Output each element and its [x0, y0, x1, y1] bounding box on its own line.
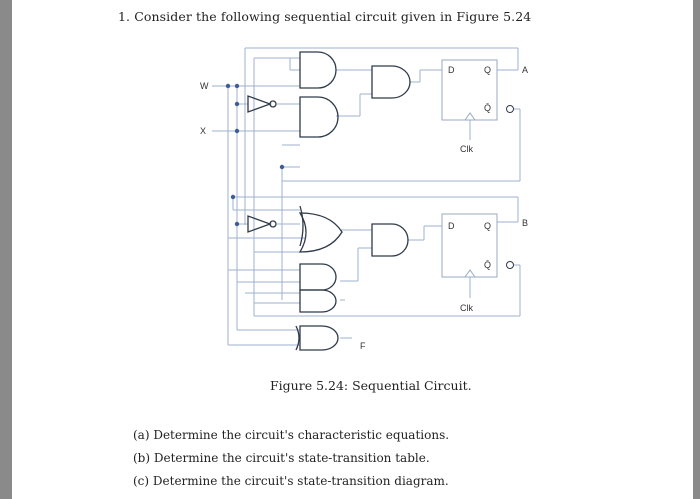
ff2-qbar-label: Q̄	[484, 260, 491, 270]
ff1-clk-triangle	[464, 112, 476, 121]
and-gate-3	[371, 65, 411, 99]
scan-edge-left	[0, 0, 12, 499]
circuit-labels: W X A B F D Q Q̄ Clk D Q Q̄ Clk	[200, 65, 528, 351]
ff2-clk-label: Clk	[460, 303, 473, 313]
ff1-clk-label: Clk	[460, 144, 473, 154]
ff1-q-label: Q	[484, 65, 491, 75]
and-gate-2	[299, 96, 339, 138]
question-parts: (a) Determine the circuit's characterist…	[133, 427, 449, 496]
junction-dots	[225, 83, 285, 227]
input-x-label: X	[200, 126, 206, 136]
and-gate-f	[299, 325, 339, 351]
and-gate-4	[299, 263, 337, 291]
logic-gates	[247, 51, 411, 351]
question-text: 1. Consider the following sequential cir…	[118, 9, 532, 24]
inverter-2	[247, 215, 272, 233]
input-w-label: W	[200, 81, 209, 91]
or-gate-1	[298, 212, 343, 253]
ff1-qbar-label: Q̄	[484, 103, 491, 113]
output-b-label: B	[522, 218, 528, 228]
output-a-label: A	[522, 65, 528, 75]
part-a: (a) Determine the circuit's characterist…	[133, 428, 450, 442]
inverter-2-bubble	[269, 220, 277, 228]
flip-flop-1	[441, 59, 498, 121]
and-gate-5	[299, 289, 337, 313]
flip-flops	[441, 59, 514, 278]
and-gate-6	[371, 223, 409, 257]
part-c: (c) Determine the circuit's state-transi…	[133, 474, 449, 488]
and-gate-1	[299, 51, 337, 89]
inverter-1	[247, 95, 272, 113]
ff1-qbar-bubble	[506, 105, 514, 113]
inverter-1-bubble	[269, 100, 277, 108]
ff2-qbar-bubble	[506, 261, 514, 269]
ff1-d-label: D	[448, 65, 455, 75]
output-f-label: F	[360, 341, 366, 351]
scan-edge-right	[693, 0, 700, 499]
flip-flop-2	[441, 213, 498, 278]
ff2-q-label: Q	[484, 221, 491, 231]
ff2-d-label: D	[448, 221, 455, 231]
figure-caption: Figure 5.24: Sequential Circuit.	[270, 378, 472, 393]
circuit-wires	[212, 47, 521, 346]
part-b: (b) Determine the circuit's state-transi…	[133, 451, 430, 465]
ff2-clk-triangle	[464, 269, 476, 278]
or-gate-f-curve	[295, 325, 300, 351]
or-gate-1-curve	[299, 205, 304, 247]
